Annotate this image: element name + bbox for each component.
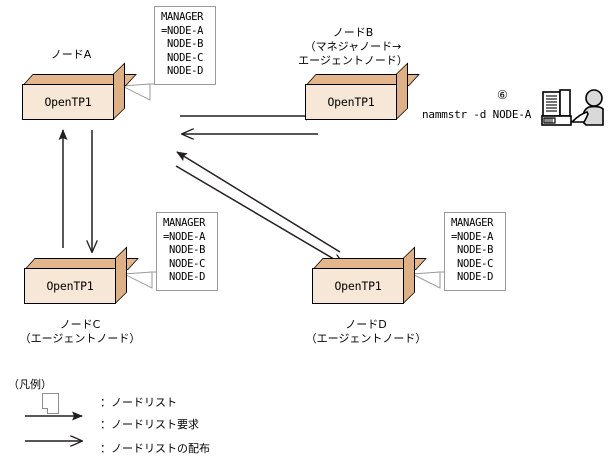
node-a-product-label: OpenTP1 <box>44 95 92 109</box>
legend-row-node-list: ：ノードリスト <box>8 392 258 420</box>
node-d-caption-line-2: （エージェントノード） <box>305 332 427 345</box>
node-a-box-side <box>113 62 125 120</box>
legend-row-request: ：ノードリスト要求 <box>8 418 258 444</box>
operator-workstation-icon <box>541 89 604 126</box>
node-a-box: OpenTP1 <box>22 62 137 122</box>
node-b-caption-line-1: ノードB <box>332 26 374 39</box>
node-c-box-side <box>115 246 127 304</box>
legend-label-distribute: ：ノードリストの配布 <box>100 442 210 455</box>
node-b-caption-line-3: エージェントノード） <box>298 54 408 67</box>
legend: （凡例） ：ノードリスト ：ノードリスト要求 ：ノードリストの配布 <box>8 378 258 463</box>
node-list-sheet-icon <box>42 393 59 414</box>
command-text: nammstr -d NODE-A <box>422 108 532 121</box>
node-c-node-list-text: MANAGER =NODE-A NODE-B NODE-C NODE-D <box>156 212 218 291</box>
node-c-caption: ノードC （エージェントノード） <box>0 318 160 346</box>
node-d-box-front <box>312 268 404 304</box>
node-c-caption-line-1: ノードC <box>59 318 101 331</box>
node-b-box-front <box>305 84 397 120</box>
node-d-caption: ノードD （エージェントノード） <box>286 318 446 346</box>
legend-label-request: ：ノードリスト要求 <box>100 418 199 431</box>
callout-tail-node-a <box>120 83 162 101</box>
node-b-product-label: OpenTP1 <box>327 95 375 109</box>
legend-row-distribute: ：ノードリストの配布 <box>8 442 258 463</box>
node-d-box-side <box>403 246 415 304</box>
arrow-d-to-a-request <box>176 151 341 253</box>
node-d-node-list-text: MANAGER =NODE-A NODE-B NODE-C NODE-D <box>444 212 506 291</box>
legend-title: （凡例） <box>8 378 52 391</box>
node-d-caption-line-1: ノードD <box>345 318 387 331</box>
step-marker-6: ⑥ <box>497 88 508 102</box>
node-d-product-label: OpenTP1 <box>334 279 382 293</box>
node-b-caption: ノードB （マネジャノード→ エージェントノード） <box>268 26 438 68</box>
arrow-a-to-d-distribute <box>175 165 344 265</box>
node-c-product-label: OpenTP1 <box>46 279 94 293</box>
node-c-box-front <box>24 268 116 304</box>
node-c-caption-line-2: （エージェントノード） <box>19 332 141 345</box>
node-b-caption-line-2: （マネジャノード→ <box>304 40 402 53</box>
node-b-box: OpenTP1 <box>305 62 420 122</box>
node-d-box: OpenTP1 <box>312 246 427 306</box>
node-a-caption-line-1: ノードA <box>50 48 92 61</box>
node-c-box: OpenTP1 <box>24 246 139 306</box>
node-b-box-side <box>396 62 408 120</box>
node-a-box-front <box>22 84 114 120</box>
node-a-node-list-text: MANAGER =NODE-A NODE-B NODE-C NODE-D <box>154 6 216 85</box>
legend-label-node-list: ：ノードリスト <box>100 396 177 409</box>
node-a-caption: ノードA <box>16 48 126 62</box>
